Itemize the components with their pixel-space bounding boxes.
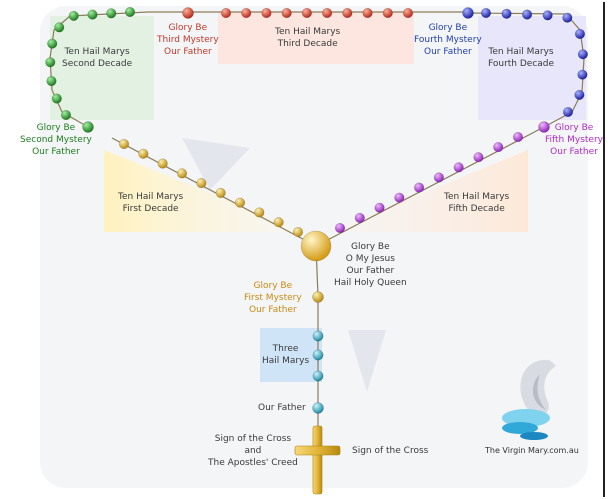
our-father-bead — [312, 291, 324, 303]
hail-mary-bead — [312, 349, 324, 361]
hail-mary-bead — [382, 7, 393, 19]
hail-mary-bead — [473, 152, 484, 163]
virgin-mary-logo — [502, 359, 556, 440]
panel-third-decade — [218, 12, 414, 64]
our-father-label: Our Father — [258, 403, 306, 413]
hail-mary-bead — [215, 187, 226, 198]
hail-mary-bead — [51, 93, 62, 104]
hail-mary-bead — [261, 7, 272, 19]
hail-mary-bead — [480, 7, 492, 19]
hail-mary-bead — [46, 76, 57, 87]
hail-mary-bead — [254, 207, 265, 218]
hail-mary-bead — [574, 89, 585, 100]
hail-mary-bead — [301, 7, 312, 19]
hail-mary-bead — [501, 8, 512, 19]
our-father-bead — [538, 121, 550, 133]
hail-mary-bead — [374, 202, 385, 213]
hail-mary-bead — [354, 212, 365, 223]
hail-mary-bead — [433, 172, 444, 183]
hail-mary-bead — [542, 10, 553, 21]
hail-mary-bead — [157, 158, 168, 169]
website-label: The Virgin Mary.com.au — [485, 446, 579, 455]
cross-right-label: Sign of the Cross — [352, 446, 429, 456]
hail-mary-bead — [273, 217, 284, 228]
our-father-bead — [462, 7, 474, 19]
hail-mary-bead — [281, 7, 292, 19]
hail-mary-bead — [292, 226, 304, 238]
hail-mary-bead — [562, 106, 574, 118]
hail-mary-bead — [414, 182, 425, 193]
hail-mary-bead — [241, 7, 252, 19]
hail-mary-bead — [562, 12, 573, 23]
hail-mary-bead — [118, 138, 130, 150]
direction-arrow-icon — [182, 138, 250, 190]
hail-mary-bead — [322, 7, 333, 19]
hail-mary-bead — [577, 69, 588, 80]
center-medal — [300, 230, 332, 262]
hail-mary-bead — [577, 49, 588, 60]
hail-mary-bead — [312, 330, 324, 342]
hail-mary-bead — [342, 7, 353, 19]
hail-mary-bead — [47, 38, 58, 49]
hail-mary-bead — [68, 10, 79, 21]
hail-mary-bead — [334, 222, 346, 234]
hail-mary-bead — [453, 162, 464, 173]
direction-arrow-icon — [348, 330, 386, 392]
our-father-bead — [312, 402, 324, 414]
hail-mary-bead — [54, 22, 65, 33]
hail-mary-bead — [220, 7, 232, 19]
hail-mary-bead — [234, 197, 246, 208]
hail-mary-bead — [312, 370, 324, 382]
hail-mary-bead — [138, 148, 149, 159]
hail-mary-bead — [493, 142, 504, 153]
hail-mary-bead — [196, 178, 207, 189]
hail-mary-bead — [512, 131, 524, 143]
hail-mary-bead — [402, 7, 414, 19]
hail-mary-bead — [60, 109, 72, 121]
our-father-bead — [182, 7, 194, 19]
hail-mary-bead — [394, 192, 405, 203]
hail-mary-bead — [574, 28, 586, 39]
panel-fourth-decade — [478, 16, 586, 120]
hail-mary-bead — [362, 7, 373, 19]
cross-icon — [294, 425, 341, 495]
panel-second-decade — [50, 16, 154, 120]
hail-mary-bead — [176, 168, 188, 179]
hail-mary-bead — [45, 57, 56, 68]
panel-three-hail-marys — [260, 328, 322, 382]
hail-mary-bead — [106, 8, 117, 19]
rosary-beads — [45, 6, 588, 414]
hail-mary-bead — [87, 9, 98, 20]
hail-mary-bead — [124, 6, 136, 18]
hail-mary-bead — [522, 9, 533, 20]
our-father-bead — [82, 121, 94, 133]
